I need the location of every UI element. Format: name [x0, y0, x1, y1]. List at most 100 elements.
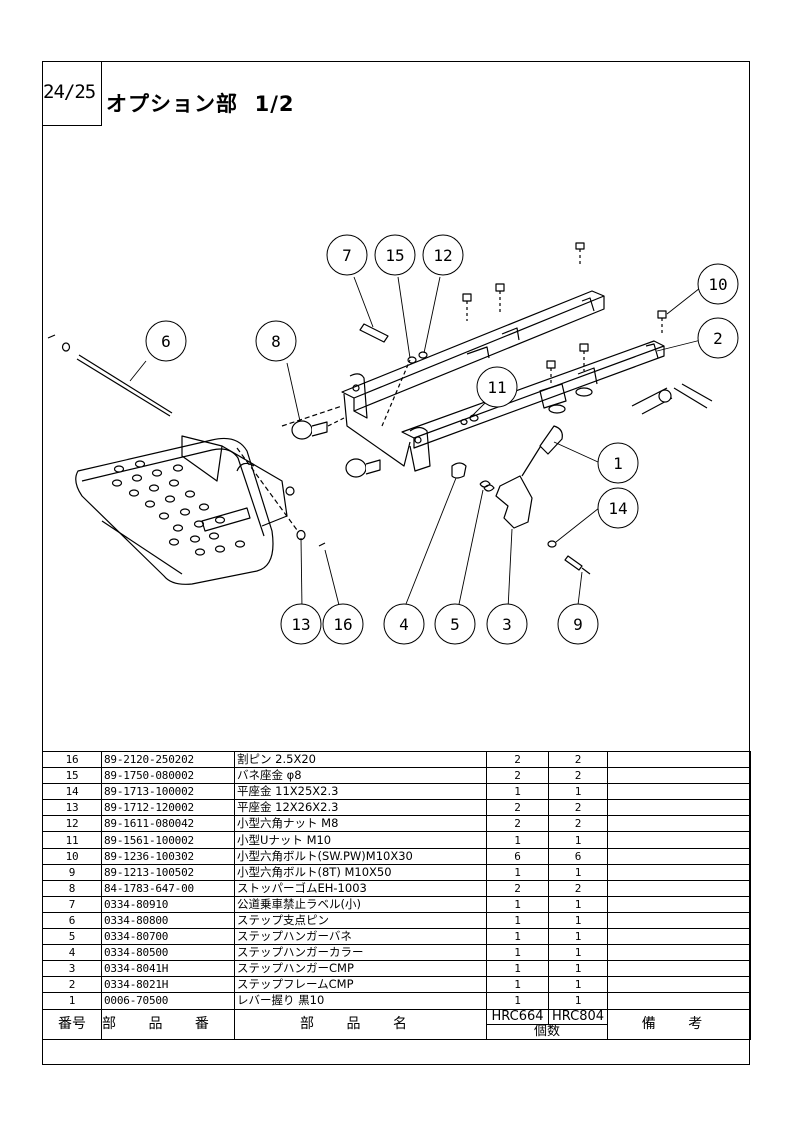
part-no-cell: 7 — [42, 895, 102, 913]
part-name-cell: 小型六角ボルト(8T) M10X50 — [234, 863, 487, 881]
callout-8: 8 — [271, 332, 281, 351]
callout-14: 14 — [608, 499, 627, 518]
callout-5: 5 — [450, 615, 460, 634]
remarks-cell — [607, 815, 751, 833]
part-number-cell: 89-1611-080042 — [101, 815, 235, 833]
part-name-cell: 公道乗車禁止ラベル(小) — [234, 895, 487, 913]
remarks-cell — [607, 895, 751, 913]
remarks-cell — [607, 928, 751, 946]
bolts — [462, 242, 667, 384]
remarks-cell — [607, 976, 751, 994]
part-name-cell: ステップ支点ピン — [234, 911, 487, 930]
part-no-cell: 9 — [42, 863, 102, 881]
qty-model-a-cell: 1 — [486, 976, 549, 994]
callout-6: 6 — [161, 332, 171, 351]
part-name-cell: 小型六角ナット M8 — [234, 815, 487, 833]
qty-model-b-cell: 1 — [548, 944, 608, 962]
part-name-cell: 割ピン 2.5X20 — [234, 750, 487, 769]
remarks-cell — [607, 944, 751, 962]
part-no-cell: 6 — [42, 911, 102, 930]
callout-11: 11 — [487, 378, 506, 397]
qty-model-a-cell: 2 — [486, 879, 549, 897]
qty-model-a-cell: 1 — [486, 863, 549, 881]
step-frame — [341, 290, 665, 472]
col-header-part-name: 部 品 名 — [234, 1008, 487, 1040]
callout-15: 15 — [385, 246, 404, 265]
remarks-cell — [607, 831, 751, 849]
remarks-cell — [607, 879, 751, 897]
qty-model-b-cell: 2 — [548, 879, 608, 897]
part-number-cell: 89-2120-250202 — [101, 750, 235, 769]
part-name-cell: 平座金 12X26X2.3 — [234, 799, 487, 817]
qty-model-a-cell: 2 — [486, 750, 549, 769]
part-number-cell: 0334-80700 — [101, 928, 235, 946]
col-header-remarks: 備 考 — [607, 1008, 751, 1040]
part-number-cell: 89-1750-080002 — [101, 767, 235, 785]
part-name-cell: ステップハンガーCMP — [234, 960, 487, 978]
part-name-cell: レバー握り 黒10 — [234, 992, 487, 1010]
callout-16: 16 — [333, 615, 352, 634]
qty-model-a-cell: 1 — [486, 831, 549, 849]
qty-model-b-cell: 1 — [548, 895, 608, 913]
qty-model-b-cell: 1 — [548, 928, 608, 946]
part-name-cell: 小型Uナット M10 — [234, 831, 487, 849]
part-no-cell: 1 — [42, 992, 102, 1010]
qty-model-b-cell: 2 — [548, 750, 608, 769]
qty-model-b-cell: 1 — [548, 831, 608, 849]
part-name-cell: 平座金 11X25X2.3 — [234, 783, 487, 801]
part-number-cell: 0334-80910 — [101, 895, 235, 913]
part-number-cell: 0334-8041H — [101, 960, 235, 978]
part-no-cell: 5 — [42, 928, 102, 946]
part-name-cell: ステップフレームCMP — [234, 976, 487, 994]
qty-model-a-cell: 2 — [486, 799, 549, 817]
qty-model-b-cell: 1 — [548, 863, 608, 881]
remarks-cell — [607, 960, 751, 978]
callout-3: 3 — [502, 615, 512, 634]
callout-12: 12 — [433, 246, 452, 265]
part-no-cell: 11 — [42, 831, 102, 849]
qty-model-a-cell: 2 — [486, 767, 549, 785]
qty-model-b-cell: 1 — [548, 911, 608, 930]
part-number-cell: 89-1236-100302 — [101, 847, 235, 865]
part-number-cell: 0334-80500 — [101, 944, 235, 962]
qty-model-b-cell: 2 — [548, 767, 608, 785]
col-header-no: 番号 — [42, 1008, 102, 1040]
col-header-model-a: HRC664 — [486, 1008, 549, 1025]
part-no-cell: 15 — [42, 767, 102, 785]
qty-model-b-cell: 1 — [548, 992, 608, 1010]
part-number-cell: 89-1713-100002 — [101, 783, 235, 801]
qty-model-a-cell: 1 — [486, 992, 549, 1010]
remarks-cell — [607, 863, 751, 881]
qty-model-a-cell: 1 — [486, 928, 549, 946]
step-plate — [75, 435, 295, 585]
qty-model-b-cell: 1 — [548, 783, 608, 801]
remarks-cell — [607, 799, 751, 817]
part-no-cell: 2 — [42, 976, 102, 994]
part-no-cell: 4 — [42, 944, 102, 962]
qty-model-a-cell: 1 — [486, 960, 549, 978]
part-name-cell: ストッパーゴムEH-1003 — [234, 879, 487, 897]
qty-model-b-cell: 2 — [548, 799, 608, 817]
callout-1: 1 — [613, 454, 623, 473]
part-number-cell: 0006-70500 — [101, 992, 235, 1010]
callout-7: 7 — [342, 246, 352, 265]
remarks-cell — [607, 750, 751, 769]
part-name-cell: ステップハンガーカラー — [234, 944, 487, 962]
qty-model-a-cell: 1 — [486, 944, 549, 962]
qty-model-a-cell: 2 — [486, 815, 549, 833]
